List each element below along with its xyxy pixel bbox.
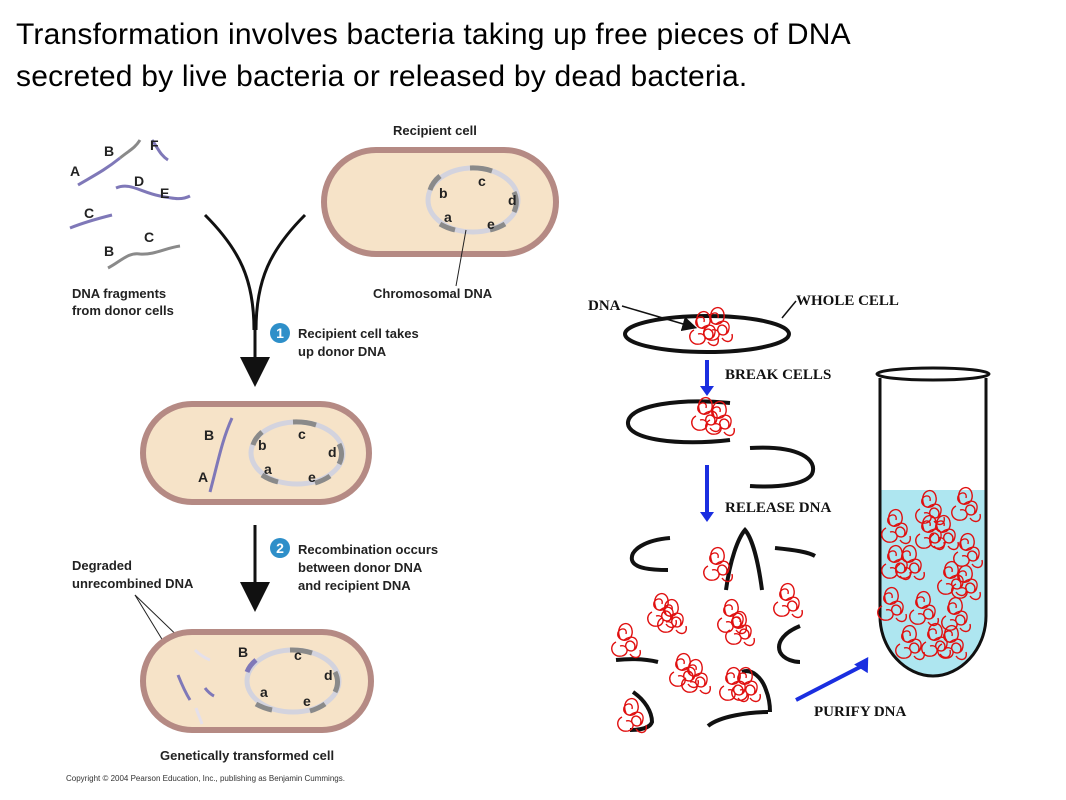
chromosome2-letter-d: d [328,444,337,460]
released-fragments [615,526,816,732]
chromosome2-letter-e: e [308,469,316,485]
step2-line1: Recombination occurs [298,542,438,557]
degraded-label-line2: unrecombined DNA [72,576,194,591]
whole-cell [623,314,791,354]
step2-badge [270,538,290,558]
release-arrow-head [700,512,714,522]
test-tube [875,366,991,678]
chromosome-letter-a: a [444,209,452,225]
fragment-letter-f: F [150,137,159,153]
chromosome2-letter-b: b [258,437,267,453]
fragments-label-line2: from donor cells [72,303,174,318]
chromosome-letter-d: d [508,192,517,208]
broken-cell-right [749,445,816,489]
transformed-letter-a: a [260,684,268,700]
chromosome2-letter-c: c [298,426,306,442]
tube-wall [878,378,988,678]
step1-line2: up donor DNA [298,344,387,359]
recipient-cell-label: Recipient cell [393,123,477,138]
degraded-label-line1: Degraded [72,558,132,573]
transformed-letter-c: c [294,647,302,663]
break-cells-label: BREAK CELLS [725,367,831,383]
tube-liquid [880,490,986,676]
break-arrow-head [700,386,714,396]
title-line-2: secreted by live bacteria or released by… [16,60,748,93]
title-line-1: Transformation involves bacteria taking … [16,18,851,51]
donor-letter-a: A [198,469,208,485]
purify-arrow-shaft [795,664,863,702]
cell-with-donor-dna: B A b c d a e [140,401,372,505]
transformed-cell-label: Genetically transformed cell [160,748,334,763]
released-dna-tangles [611,546,804,734]
merge-arrow [203,213,307,387]
release-dna-label: RELEASE DNA [725,500,831,516]
step2-number: 2 [276,540,284,556]
tube-rim [875,366,991,382]
slide-title: Transformation involves bacteria taking … [16,14,1056,98]
fragment-de [115,184,191,201]
chromosome-letter-c: c [478,173,486,189]
chromosomal-dna-pointer [455,229,467,287]
fragment-letter-c: C [84,205,94,221]
chromosome-letter-e: e [487,216,495,232]
dna-label: DNA [588,298,621,314]
step1-line1: Recipient cell takes [298,326,419,341]
broken-cell-left [626,399,731,445]
step1-number: 1 [276,325,284,341]
fragment-c [69,213,113,230]
transformed-letter-d: d [324,667,333,683]
recipient-cell: b c d a e [321,147,559,257]
fragment-ab-grey [119,139,142,160]
transformed-letter-b: B [238,644,248,660]
purify-dna-label: PURIFY DNA [814,704,907,720]
fragment-letter-b2: B [104,243,114,259]
fragment-bc [107,244,181,270]
fragment-ab [77,156,121,187]
chromosomal-dna-label: Chromosomal DNA [373,286,493,301]
transformed-cell: B c d a e [140,629,374,733]
fragment-letter-c2: C [144,229,154,245]
fragment-letter-d: D [134,173,144,189]
step2-line3: and recipient DNA [298,578,411,593]
fragment-letter-e: E [160,185,169,201]
step1-badge [270,323,290,343]
fragments-label-line1: DNA fragments [72,286,166,301]
donor-letter-b: B [204,427,214,443]
transformed-letter-e: e [303,693,311,709]
whole-cell-label: WHOLE CELL [796,293,899,309]
step2-line2: between donor DNA [298,560,423,575]
fragment-letter-b: B [104,143,114,159]
fragment-letter-a: A [70,163,80,179]
copyright-text: Copyright © 2004 Pearson Education, Inc.… [66,774,345,783]
dna-tangle-broken-2 [705,400,736,437]
whole-cell-pointer [781,300,797,319]
fragment-f [150,139,169,162]
donor-dna-fragments: A B F D E C B C [69,137,191,270]
chromosome-letter-b: b [439,185,448,201]
chromosome2-letter-a: a [264,461,272,477]
purify-arrow-head [854,656,869,674]
dna-pointer [621,305,698,332]
